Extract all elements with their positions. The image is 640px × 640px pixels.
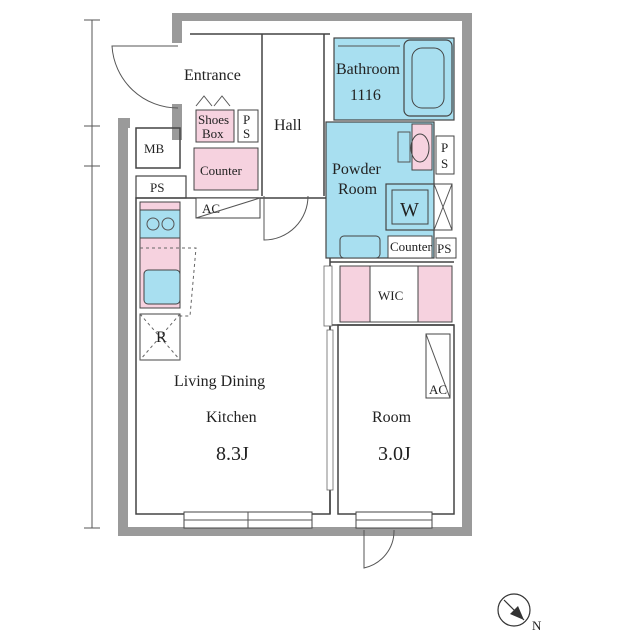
wic-label: WIC xyxy=(378,288,403,303)
shoes-box-label-2: Box xyxy=(202,126,224,141)
mb-ps-left: MB PS xyxy=(144,141,165,195)
powder-label-2: Room xyxy=(338,181,378,198)
ldk-size-label: 8.3J xyxy=(216,443,249,465)
washer-label: W xyxy=(400,199,419,221)
balcony-door[interactable] xyxy=(363,529,395,569)
ac-room-label: AC xyxy=(429,382,447,397)
entrance-door[interactable] xyxy=(111,45,179,109)
windows xyxy=(183,511,433,529)
room-label: Room xyxy=(372,409,412,426)
ps-small-label: PS xyxy=(437,241,451,256)
ps-top-label-1: P xyxy=(243,112,250,127)
bathroom: Bathroom 1116 xyxy=(333,37,455,121)
wic: WIC xyxy=(323,265,453,327)
ac-hall: AC xyxy=(195,197,261,219)
ldk: Living Dining Kitchen 8.3J xyxy=(174,373,265,465)
room-size-label: 3.0J xyxy=(378,443,411,465)
entrance-label: Entrance xyxy=(184,67,241,84)
fridge-label: R xyxy=(156,329,167,346)
hall: Hall xyxy=(263,117,309,241)
ps-left-label: PS xyxy=(150,180,164,195)
bathroom-size-label: 1116 xyxy=(350,87,381,104)
sliding-door[interactable] xyxy=(326,329,334,491)
entrance-area: Entrance Shoes Box P S Counter xyxy=(184,67,259,191)
outer-walls xyxy=(118,13,472,536)
compass-n-label: N xyxy=(532,618,542,633)
mb-label: MB xyxy=(144,141,165,156)
ps-right-label-2: S xyxy=(441,156,448,171)
compass: N xyxy=(497,593,542,633)
hall-label: Hall xyxy=(274,117,302,134)
powder-room: W Counter Powder Room xyxy=(325,121,453,259)
shoes-box-label-1: Shoes xyxy=(198,112,229,127)
entrance-counter-label: Counter xyxy=(200,163,243,178)
kitchen-counter: R xyxy=(139,201,197,361)
dimension-line xyxy=(84,19,100,529)
ps-top-label-2: S xyxy=(243,126,250,141)
room: Room 3.0J AC xyxy=(372,333,451,465)
ldk-label-2: Kitchen xyxy=(206,409,257,426)
powder-label-1: Powder xyxy=(332,161,382,178)
ps-right: P S PS xyxy=(435,135,457,259)
ps-right-label-1: P xyxy=(441,140,448,155)
ac-hall-label: AC xyxy=(202,201,220,216)
ldk-label-1: Living Dining xyxy=(174,373,265,390)
bathroom-label: Bathroom xyxy=(336,61,401,78)
powder-counter-label: Counter xyxy=(390,239,433,254)
